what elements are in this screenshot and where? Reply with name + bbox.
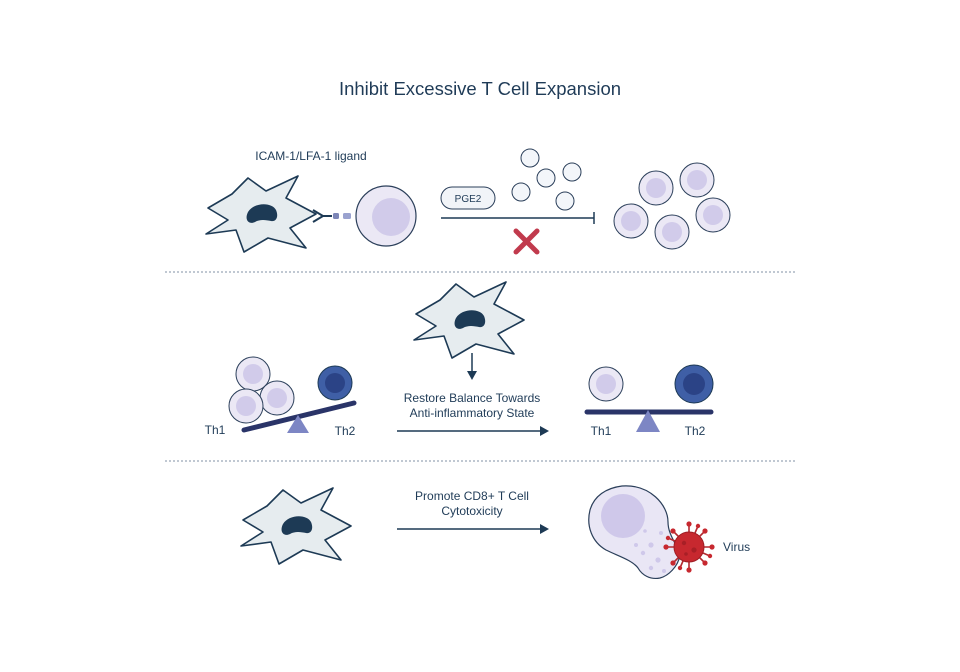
th1-cell-icon: [588, 366, 624, 402]
virus-label: Virus: [723, 540, 750, 554]
left-th1-label: Th1: [205, 423, 226, 437]
virus-icon: [663, 521, 715, 573]
inhibition-arrow: [441, 212, 595, 224]
small-cells-group: [511, 148, 582, 211]
cd8-t-cell-icon: [588, 485, 681, 580]
msc-cell-icon: [205, 175, 317, 253]
fulcrum-icon: [636, 410, 660, 432]
balance-caption-line2: Anti-inflammatory State: [410, 406, 535, 420]
left-th2-label: Th2: [335, 424, 356, 438]
th2-cell-icon: [674, 364, 714, 404]
fulcrum-icon: [287, 415, 309, 433]
ligand-receptor-icon: [312, 209, 351, 223]
small-cell-icon: [536, 168, 556, 188]
ligand-label: ICAM-1/LFA-1 ligand: [255, 149, 366, 163]
inhibit-cross-icon: [513, 228, 540, 255]
t-cell-icon: [695, 197, 731, 233]
balance-caption-line1: Restore Balance Towards: [404, 391, 541, 405]
small-cell-icon: [562, 162, 582, 182]
restore-arrow: [397, 426, 549, 436]
th2-cell-icon: [317, 365, 353, 401]
panel-cd8-cytotoxicity: Promote CD8+ T Cell Cytotoxicity: [240, 485, 750, 580]
diagram-title: Inhibit Excessive T Cell Expansion: [339, 78, 621, 99]
th1-cell-icon: [228, 388, 264, 424]
small-cell-icon: [511, 182, 531, 202]
cytotoxicity-caption-line2: Cytotoxicity: [441, 504, 502, 518]
pge2-label: PGE2: [455, 194, 482, 205]
t-cell-large-icon: [355, 185, 417, 247]
expanded-t-cells-group: [613, 162, 731, 250]
panel-inhibit-expansion: ICAM-1/LFA-1 ligand PGE2: [205, 148, 731, 255]
t-cell-icon: [654, 214, 690, 250]
right-th1-label: Th1: [591, 424, 612, 438]
down-arrow: [467, 353, 477, 380]
th1-cell-icon: [259, 380, 295, 416]
panel-restore-balance: Th1 Th2 Restore Balance Towards Anti-inf…: [205, 281, 714, 438]
msc-cell-icon: [240, 487, 352, 565]
small-cell-icon: [520, 148, 540, 168]
t-cell-icon: [679, 162, 715, 198]
seesaw-imbalanced: [228, 356, 357, 433]
seesaw-balanced: [584, 364, 714, 432]
seesaw-beam: [241, 400, 357, 433]
cytotoxicity-arrow: [397, 524, 549, 534]
cytotoxicity-caption-line1: Promote CD8+ T Cell: [415, 489, 529, 503]
msc-cell-icon: [413, 281, 525, 359]
t-cell-icon: [638, 170, 674, 206]
right-th2-label: Th2: [685, 424, 706, 438]
pge2-badge: PGE2: [440, 186, 496, 210]
small-cell-icon: [555, 191, 575, 211]
t-cell-icon: [613, 203, 649, 239]
